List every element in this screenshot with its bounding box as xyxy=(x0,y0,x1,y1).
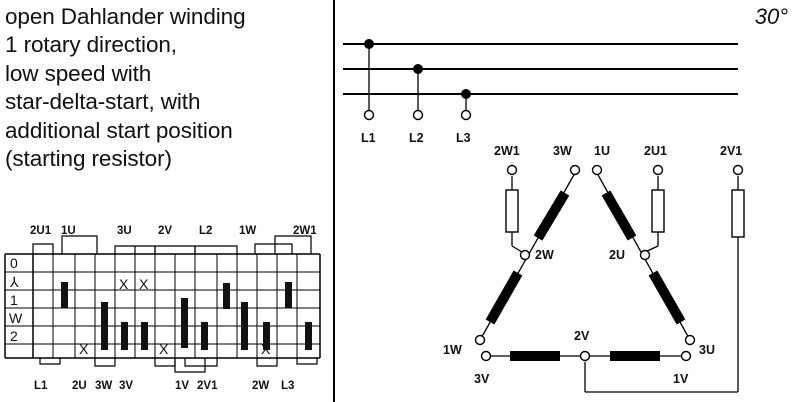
terminal-label-2v: 2V xyxy=(574,329,590,343)
angle-label: 30° xyxy=(754,4,788,29)
row-label-w: W xyxy=(9,310,23,326)
switch-bottom-label: L1 xyxy=(34,380,48,392)
switch-top-label: 2U1 xyxy=(30,225,52,237)
cross-mark: X xyxy=(79,341,89,357)
winding-labels: 2W1 3W 1U 2U1 2V1 2W 2U 1W 3U 2V 3V 1V xyxy=(443,144,742,386)
description-line: star-delta-start, with xyxy=(5,89,201,115)
winding-terminals xyxy=(474,164,744,362)
switch-top-label: 1W xyxy=(239,225,256,237)
supply-lines xyxy=(343,43,738,110)
cross-mark: X xyxy=(159,341,169,357)
cross-mark: X xyxy=(261,341,271,357)
row-label-0: 0 xyxy=(10,255,18,271)
switch-bottom-label: 2V1 xyxy=(197,380,218,392)
row-label-1: 1 xyxy=(10,292,18,308)
row-labels: 0 ⅄ 1 W 2 xyxy=(9,255,23,344)
description-line: (starting resistor) xyxy=(5,146,172,172)
terminal-label-1u: 1U xyxy=(594,144,610,158)
switch-top-label: 3U xyxy=(117,225,132,237)
description-text: open Dahlander winding 1 rotary directio… xyxy=(5,3,327,173)
switch-bottom-label: 2W xyxy=(252,380,269,392)
contact-bars xyxy=(61,282,312,350)
switch-top-label: 1U xyxy=(61,225,76,237)
description-line: additional start position xyxy=(5,117,233,143)
terminal-label-2u1: 2U1 xyxy=(644,144,667,158)
switch-bottom-label: 3W xyxy=(95,380,112,392)
switch-bottom-label: 2U xyxy=(72,380,87,392)
description-line: low speed with xyxy=(5,60,152,86)
terminal-label-2v1: 2V1 xyxy=(720,144,742,158)
switch-top-labels: 2U1 1U 3U 2V L2 1W 2W1 xyxy=(30,225,317,237)
terminal-label-3v: 3V xyxy=(474,372,490,386)
switch-top-label: L2 xyxy=(199,225,212,237)
terminal-label-2w1: 2W1 xyxy=(494,144,520,158)
row-label-star: ⅄ xyxy=(9,274,19,290)
terminal-label-1v: 1V xyxy=(673,372,689,386)
switch-bottom-label: L3 xyxy=(281,380,294,392)
description-line: open Dahlander winding xyxy=(5,4,246,29)
line-junctions xyxy=(364,39,471,99)
switch-bottom-label: 3V xyxy=(119,380,133,392)
line-label-l1: L1 xyxy=(361,131,376,145)
switch-bottom-label: 1V xyxy=(175,380,189,392)
terminal-label-3u: 3U xyxy=(699,343,715,357)
vertical-divider xyxy=(333,0,335,402)
terminal-label-2w: 2W xyxy=(535,248,554,262)
winding-coils xyxy=(485,190,686,361)
description-line: 1 rotary direction, xyxy=(5,32,177,58)
cross-mark: X xyxy=(139,276,149,292)
row-label-2: 2 xyxy=(10,328,18,344)
terminal-label-1w: 1W xyxy=(443,343,462,357)
terminal-label-3w: 3W xyxy=(553,144,572,158)
line-label-l2: L2 xyxy=(409,131,424,145)
terminal-label-2u: 2U xyxy=(609,248,625,262)
line-label-l3: L3 xyxy=(456,131,471,145)
starting-resistors xyxy=(505,189,745,238)
switch-top-label: 2V xyxy=(158,225,172,237)
line-terminals xyxy=(363,109,472,121)
cross-mark: X xyxy=(119,276,129,292)
contact-crosses: X X X X X xyxy=(79,276,271,357)
switch-top-label: 2W1 xyxy=(293,225,317,237)
switch-bottom-labels: L1 2U 3W 3V 1V 2V1 2W L3 xyxy=(34,380,294,392)
